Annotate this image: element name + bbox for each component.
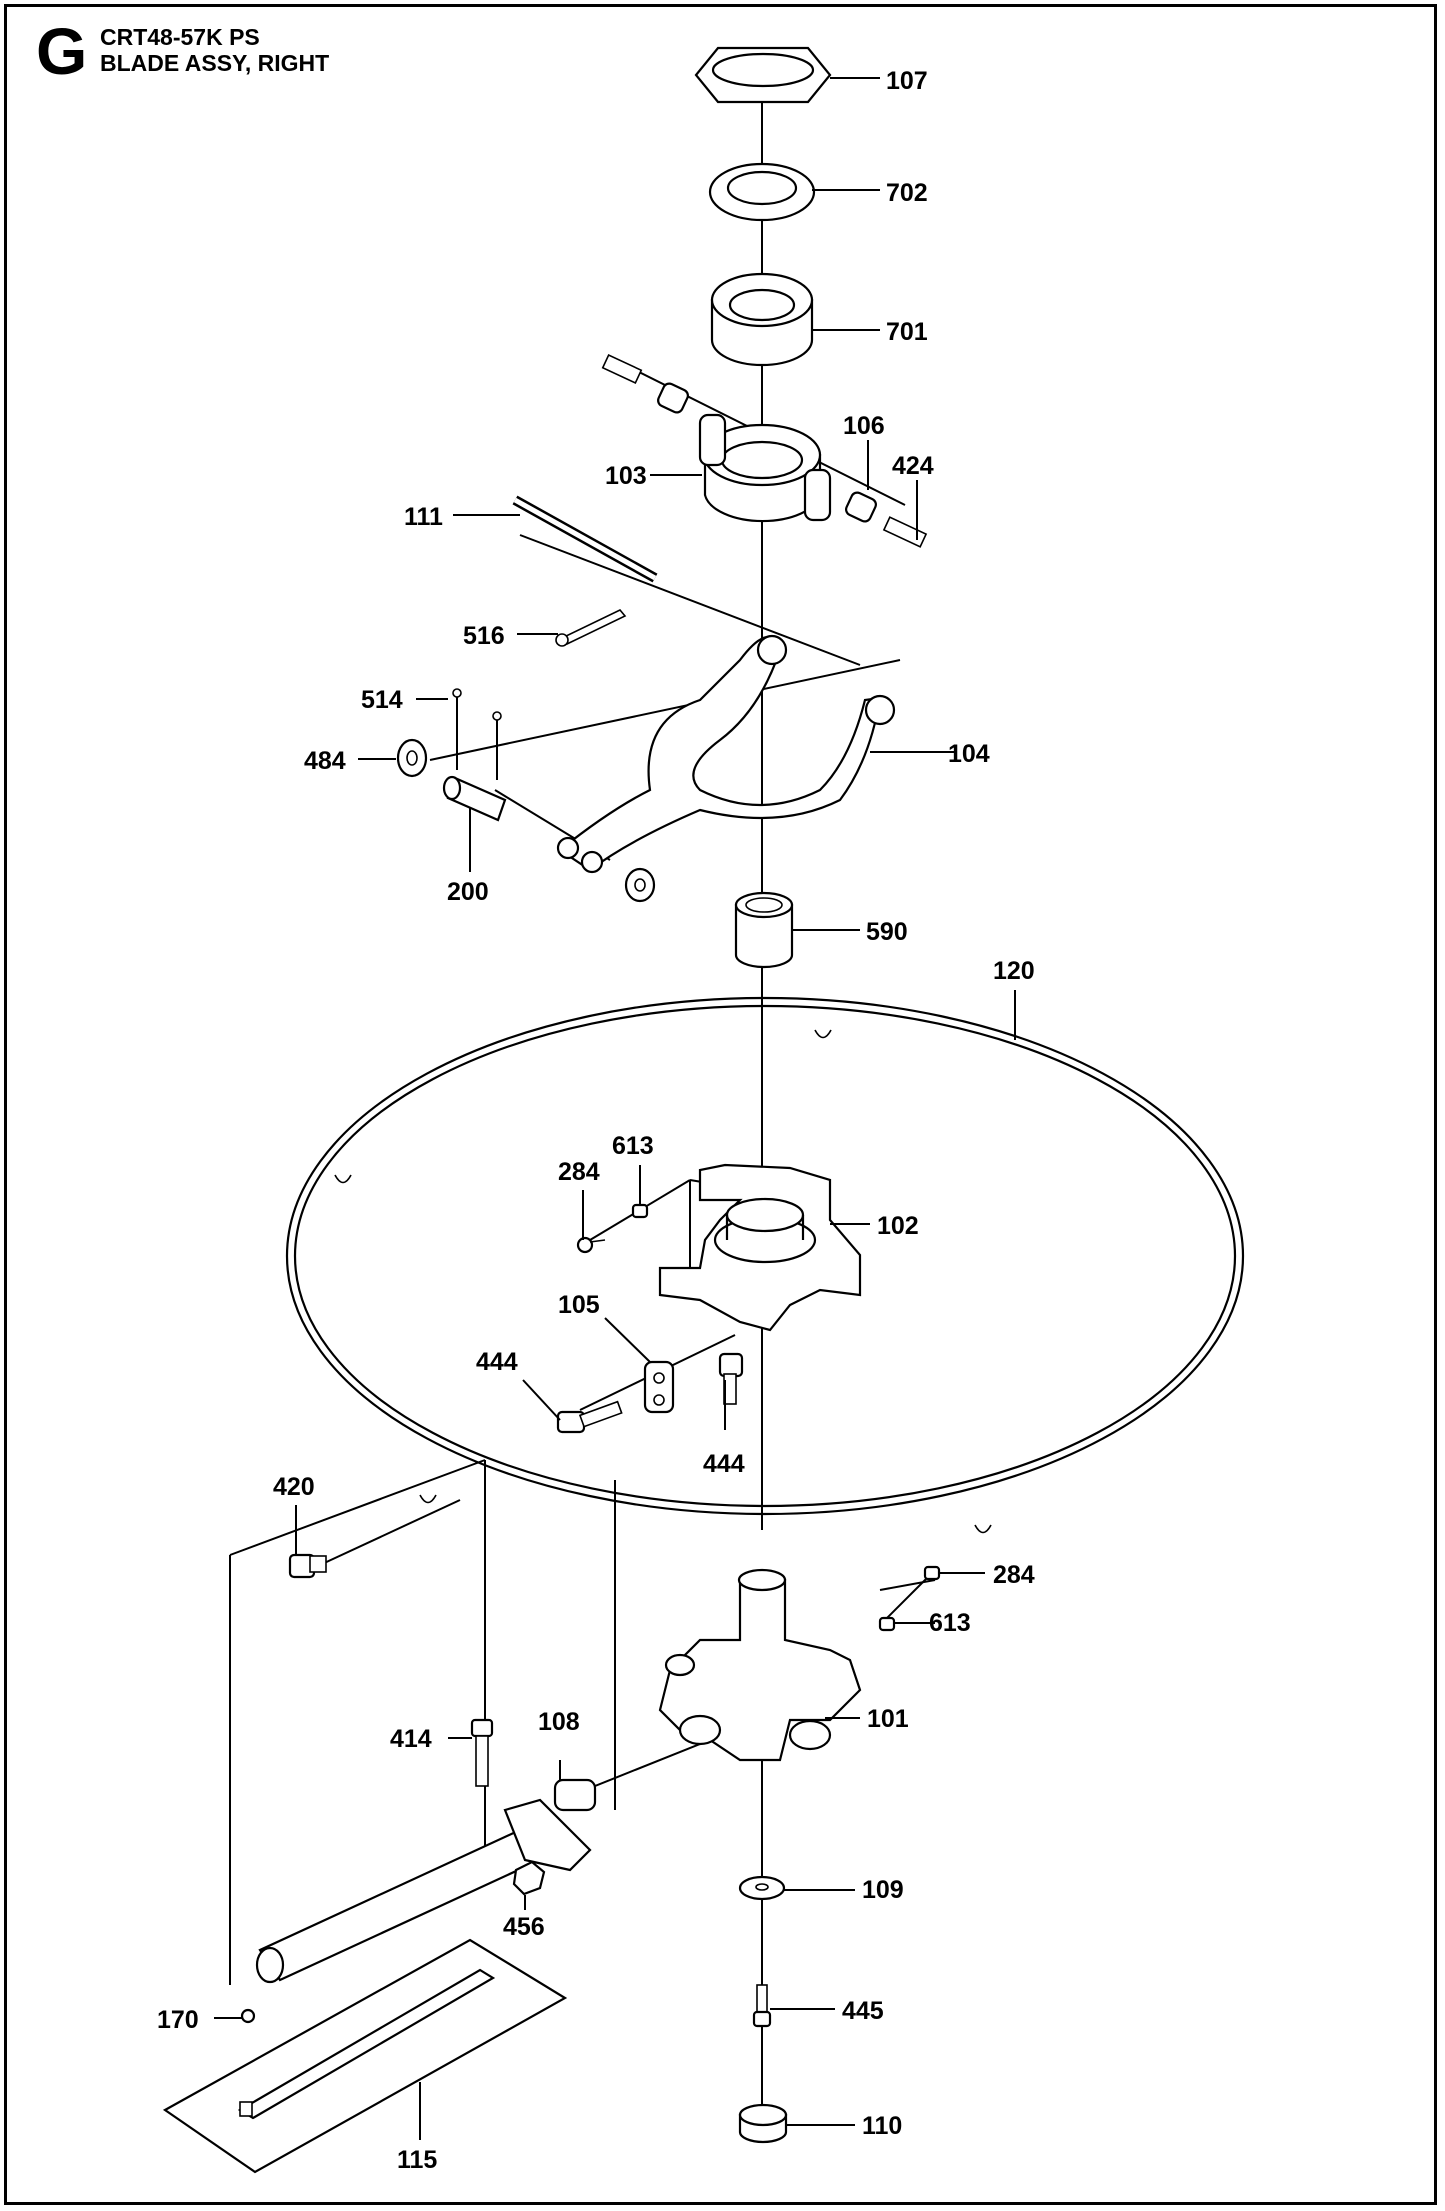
part-590-bushing	[734, 891, 794, 969]
leader-lines	[214, 77, 1016, 2140]
part-702-washer	[708, 162, 816, 222]
assembly-axis-lines	[229, 100, 936, 2140]
label-613-lower: 613	[929, 1609, 971, 1637]
label-111: 111	[404, 503, 443, 531]
label-516: 516	[463, 622, 505, 650]
label-445: 445	[842, 1997, 884, 2025]
label-424: 424	[892, 452, 934, 480]
part-105-clamp	[643, 1360, 675, 1414]
label-105: 105	[558, 1291, 600, 1319]
label-444-left: 444	[476, 1348, 518, 1376]
label-514: 514	[361, 686, 403, 714]
label-701: 701	[886, 318, 928, 346]
part-115-blade	[162, 1938, 568, 2174]
label-484: 484	[304, 747, 346, 775]
part-484-washer	[396, 738, 656, 903]
page-frame	[4, 4, 1437, 2205]
label-456: 456	[503, 1913, 545, 1941]
part-284-613-lower	[878, 1565, 941, 1632]
label-102: 102	[877, 1212, 919, 1240]
part-420-bolt	[288, 1553, 327, 1579]
label-613-upper: 613	[612, 1132, 654, 1160]
label-284-upper: 284	[558, 1158, 600, 1186]
part-107-hex-nut	[694, 46, 832, 104]
part-103-bearing-housing	[698, 413, 832, 523]
label-414: 414	[390, 1725, 432, 1753]
part-110-cap	[738, 2103, 788, 2144]
part-109-washer	[738, 1875, 786, 1901]
label-106: 106	[843, 412, 885, 440]
model-title: CRT48-57K PS	[100, 24, 260, 50]
label-104: 104	[948, 740, 990, 768]
label-702: 702	[886, 179, 928, 207]
part-108-shaft	[255, 1778, 597, 1984]
label-101: 101	[867, 1705, 909, 1733]
label-120: 120	[993, 957, 1035, 985]
part-514-cotter-pins	[452, 688, 502, 780]
part-120-blade-ring	[285, 996, 1245, 1534]
part-701-bearing	[710, 272, 814, 367]
label-200: 200	[447, 878, 489, 906]
part-101-gear-housing	[658, 1568, 862, 1762]
part-170-screw	[240, 2008, 256, 2024]
label-115: 115	[397, 2146, 437, 2174]
part-414-bolt	[470, 1718, 494, 1787]
part-456-nut	[512, 1860, 546, 1896]
label-590: 590	[866, 918, 908, 946]
label-444-right: 444	[703, 1450, 745, 1478]
label-110: 110	[862, 2112, 902, 2140]
section-letter: G	[36, 14, 88, 88]
part-444-bolts	[556, 1352, 744, 1434]
part-102-hub-plate	[658, 1163, 862, 1332]
part-200-pin	[442, 775, 507, 822]
part-516-split-pin	[555, 609, 627, 647]
label-108: 108	[538, 1708, 580, 1736]
part-104-yoke-arm	[556, 634, 896, 874]
part-445-bolt	[752, 1984, 772, 2028]
label-284-lower: 284	[993, 1561, 1035, 1589]
assembly-title: BLADE ASSY, RIGHT	[100, 50, 330, 76]
part-hinge-bolts	[601, 353, 928, 548]
part-labels: 107 702 701 106 424 103 111 516 514 484 …	[157, 67, 1035, 2174]
label-103: 103	[605, 462, 647, 490]
label-420: 420	[273, 1473, 315, 1501]
part-284-613-upper	[576, 1203, 649, 1254]
label-109: 109	[862, 1876, 904, 1904]
label-170: 170	[157, 2006, 199, 2034]
label-107: 107	[886, 67, 928, 95]
part-111-pin	[512, 495, 658, 583]
